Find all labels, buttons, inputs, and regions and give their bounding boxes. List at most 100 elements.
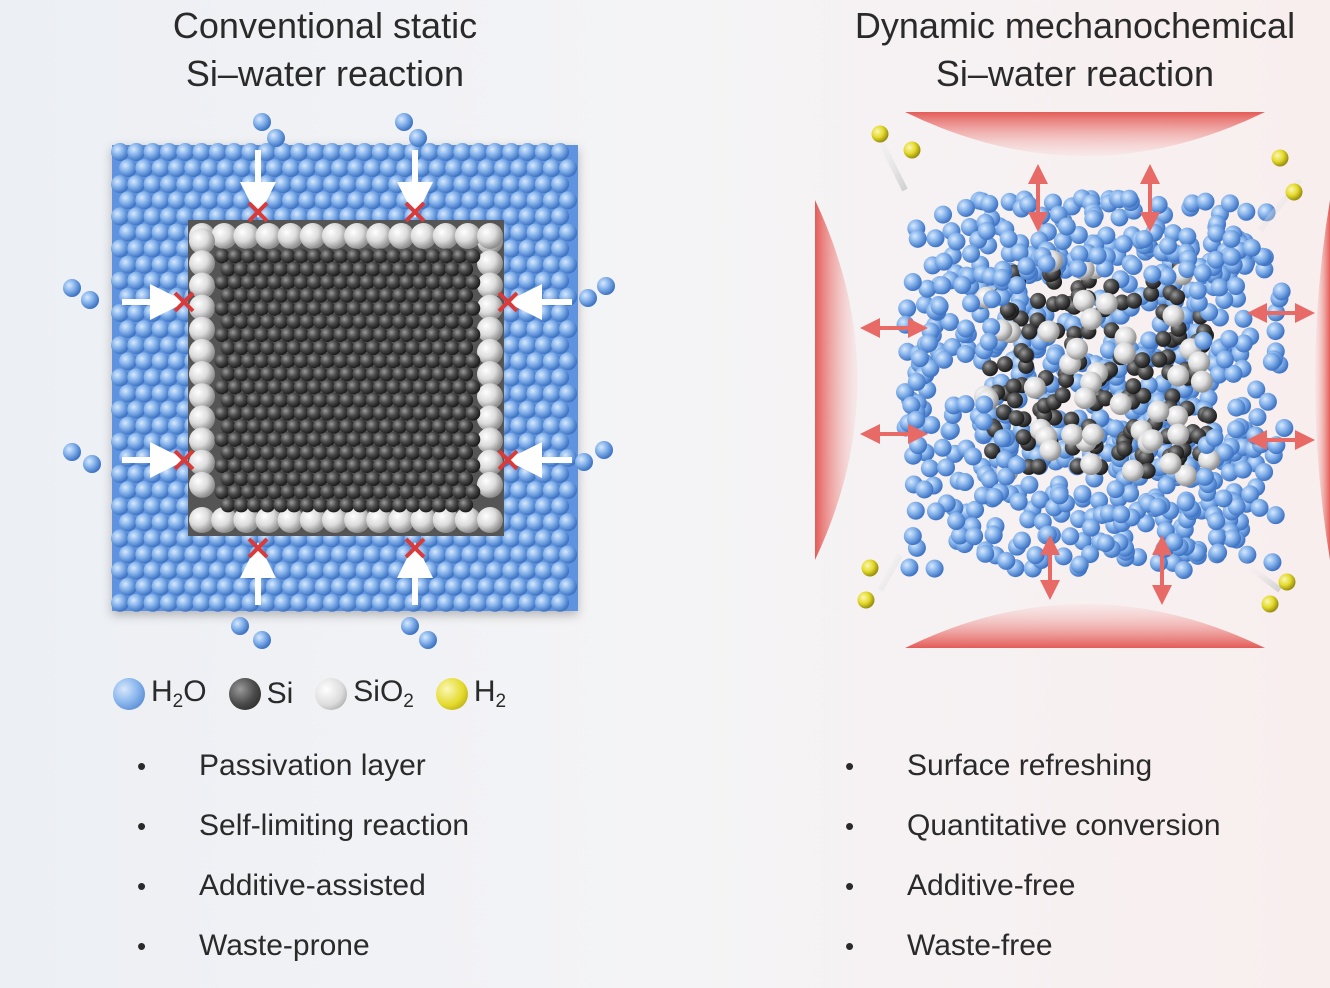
water-molecule [900, 559, 918, 577]
silicon-atom [458, 314, 473, 329]
water-molecule [380, 159, 398, 177]
silicon-atom [241, 406, 256, 421]
water-molecule [551, 497, 569, 515]
silicon-atom [313, 445, 328, 460]
water-molecule [168, 417, 186, 435]
water-molecule [209, 143, 227, 161]
silica-atom [477, 223, 503, 249]
silicon-atom [439, 432, 454, 447]
silicon-atom [445, 497, 460, 512]
water-molecule [543, 546, 561, 564]
top-milling-pad [905, 112, 1265, 156]
silicon-atom [413, 432, 428, 447]
water-molecule-icon [113, 678, 145, 710]
silicon-atom [413, 249, 428, 264]
silicon-atom [260, 262, 275, 277]
water-molecule [461, 578, 479, 596]
water-molecule [927, 229, 945, 247]
free-water-molecule [83, 455, 101, 473]
silicon-atom [1021, 324, 1037, 340]
water-molecule [502, 497, 520, 515]
silicon-atom [458, 288, 473, 303]
dynamic-reaction-illustration [815, 112, 1330, 648]
silicon-atom [260, 288, 275, 303]
silicon-atom [267, 432, 282, 447]
water-molecule [225, 143, 243, 161]
silicon-atom [234, 445, 249, 460]
silicon-atom [452, 406, 467, 421]
water-molecule [437, 594, 455, 612]
silicon-atom [426, 249, 441, 264]
water-molecule [502, 529, 520, 547]
motion-trail [880, 555, 900, 590]
silicon-atom [228, 301, 243, 316]
water-molecule [144, 368, 162, 386]
water-molecule [927, 502, 945, 520]
water-molecule [396, 578, 414, 596]
water-molecule [152, 352, 170, 370]
water-molecule [119, 224, 137, 242]
silicon-atom [379, 497, 394, 512]
silicon-atom [360, 249, 375, 264]
silicon-atom [287, 497, 302, 512]
silicon-atom [333, 458, 348, 473]
silicon-atom [452, 353, 467, 368]
silicon-atom [392, 445, 407, 460]
water-molecule [551, 594, 569, 612]
hydrogen-atom [862, 560, 879, 577]
water-molecule [510, 417, 528, 435]
water-molecule [993, 429, 1011, 447]
water-molecule [559, 320, 577, 338]
water-molecule [437, 562, 455, 580]
silicon-atom [300, 366, 315, 381]
water-molecule [1073, 485, 1091, 503]
silicon-atom [247, 340, 262, 355]
silicon-atom [260, 393, 275, 408]
water-molecule [935, 253, 953, 271]
water-molecule [331, 159, 349, 177]
water-molecule [1039, 525, 1057, 543]
silicon-atom [439, 327, 454, 342]
water-molecule [1206, 429, 1224, 447]
silicon-atom [413, 301, 428, 316]
water-molecule [535, 336, 553, 354]
free-water-molecule [253, 631, 271, 649]
silicon-atom [347, 275, 362, 290]
silicon-atom [254, 484, 269, 499]
silicon-atom [333, 484, 348, 499]
water-molecule [135, 513, 153, 531]
silicon-atom [215, 458, 230, 473]
silicon-atom [379, 471, 394, 486]
water-molecule [1097, 534, 1115, 552]
water-molecule [1234, 461, 1252, 479]
silicon-atom [300, 497, 315, 512]
silicon-atom [307, 484, 322, 499]
silicon-atom [465, 353, 480, 368]
water-molecule [290, 143, 308, 161]
water-molecule [1175, 561, 1193, 579]
water-molecule [152, 417, 170, 435]
water-molecule [535, 594, 553, 612]
water-molecule [127, 143, 145, 161]
silicon-atom [360, 327, 375, 342]
silicon-atom [234, 366, 249, 381]
silicon-atom [267, 458, 282, 473]
water-molecule [1196, 468, 1214, 486]
silicon-atom [445, 288, 460, 303]
water-molecule [144, 336, 162, 354]
water-molecule [111, 401, 129, 419]
water-molecule [396, 159, 414, 177]
water-molecule [315, 546, 333, 564]
water-molecule [535, 175, 553, 193]
silicon-atom [1151, 352, 1167, 368]
silicon-atom [254, 380, 269, 395]
water-molecule [1038, 255, 1056, 273]
silicon-atom [267, 275, 282, 290]
water-molecule [144, 207, 162, 225]
water-molecule [127, 207, 145, 225]
water-molecule [168, 546, 186, 564]
water-molecule [519, 304, 537, 322]
water-molecule [543, 513, 561, 531]
water-molecule [217, 578, 235, 596]
water-molecule [331, 546, 349, 564]
